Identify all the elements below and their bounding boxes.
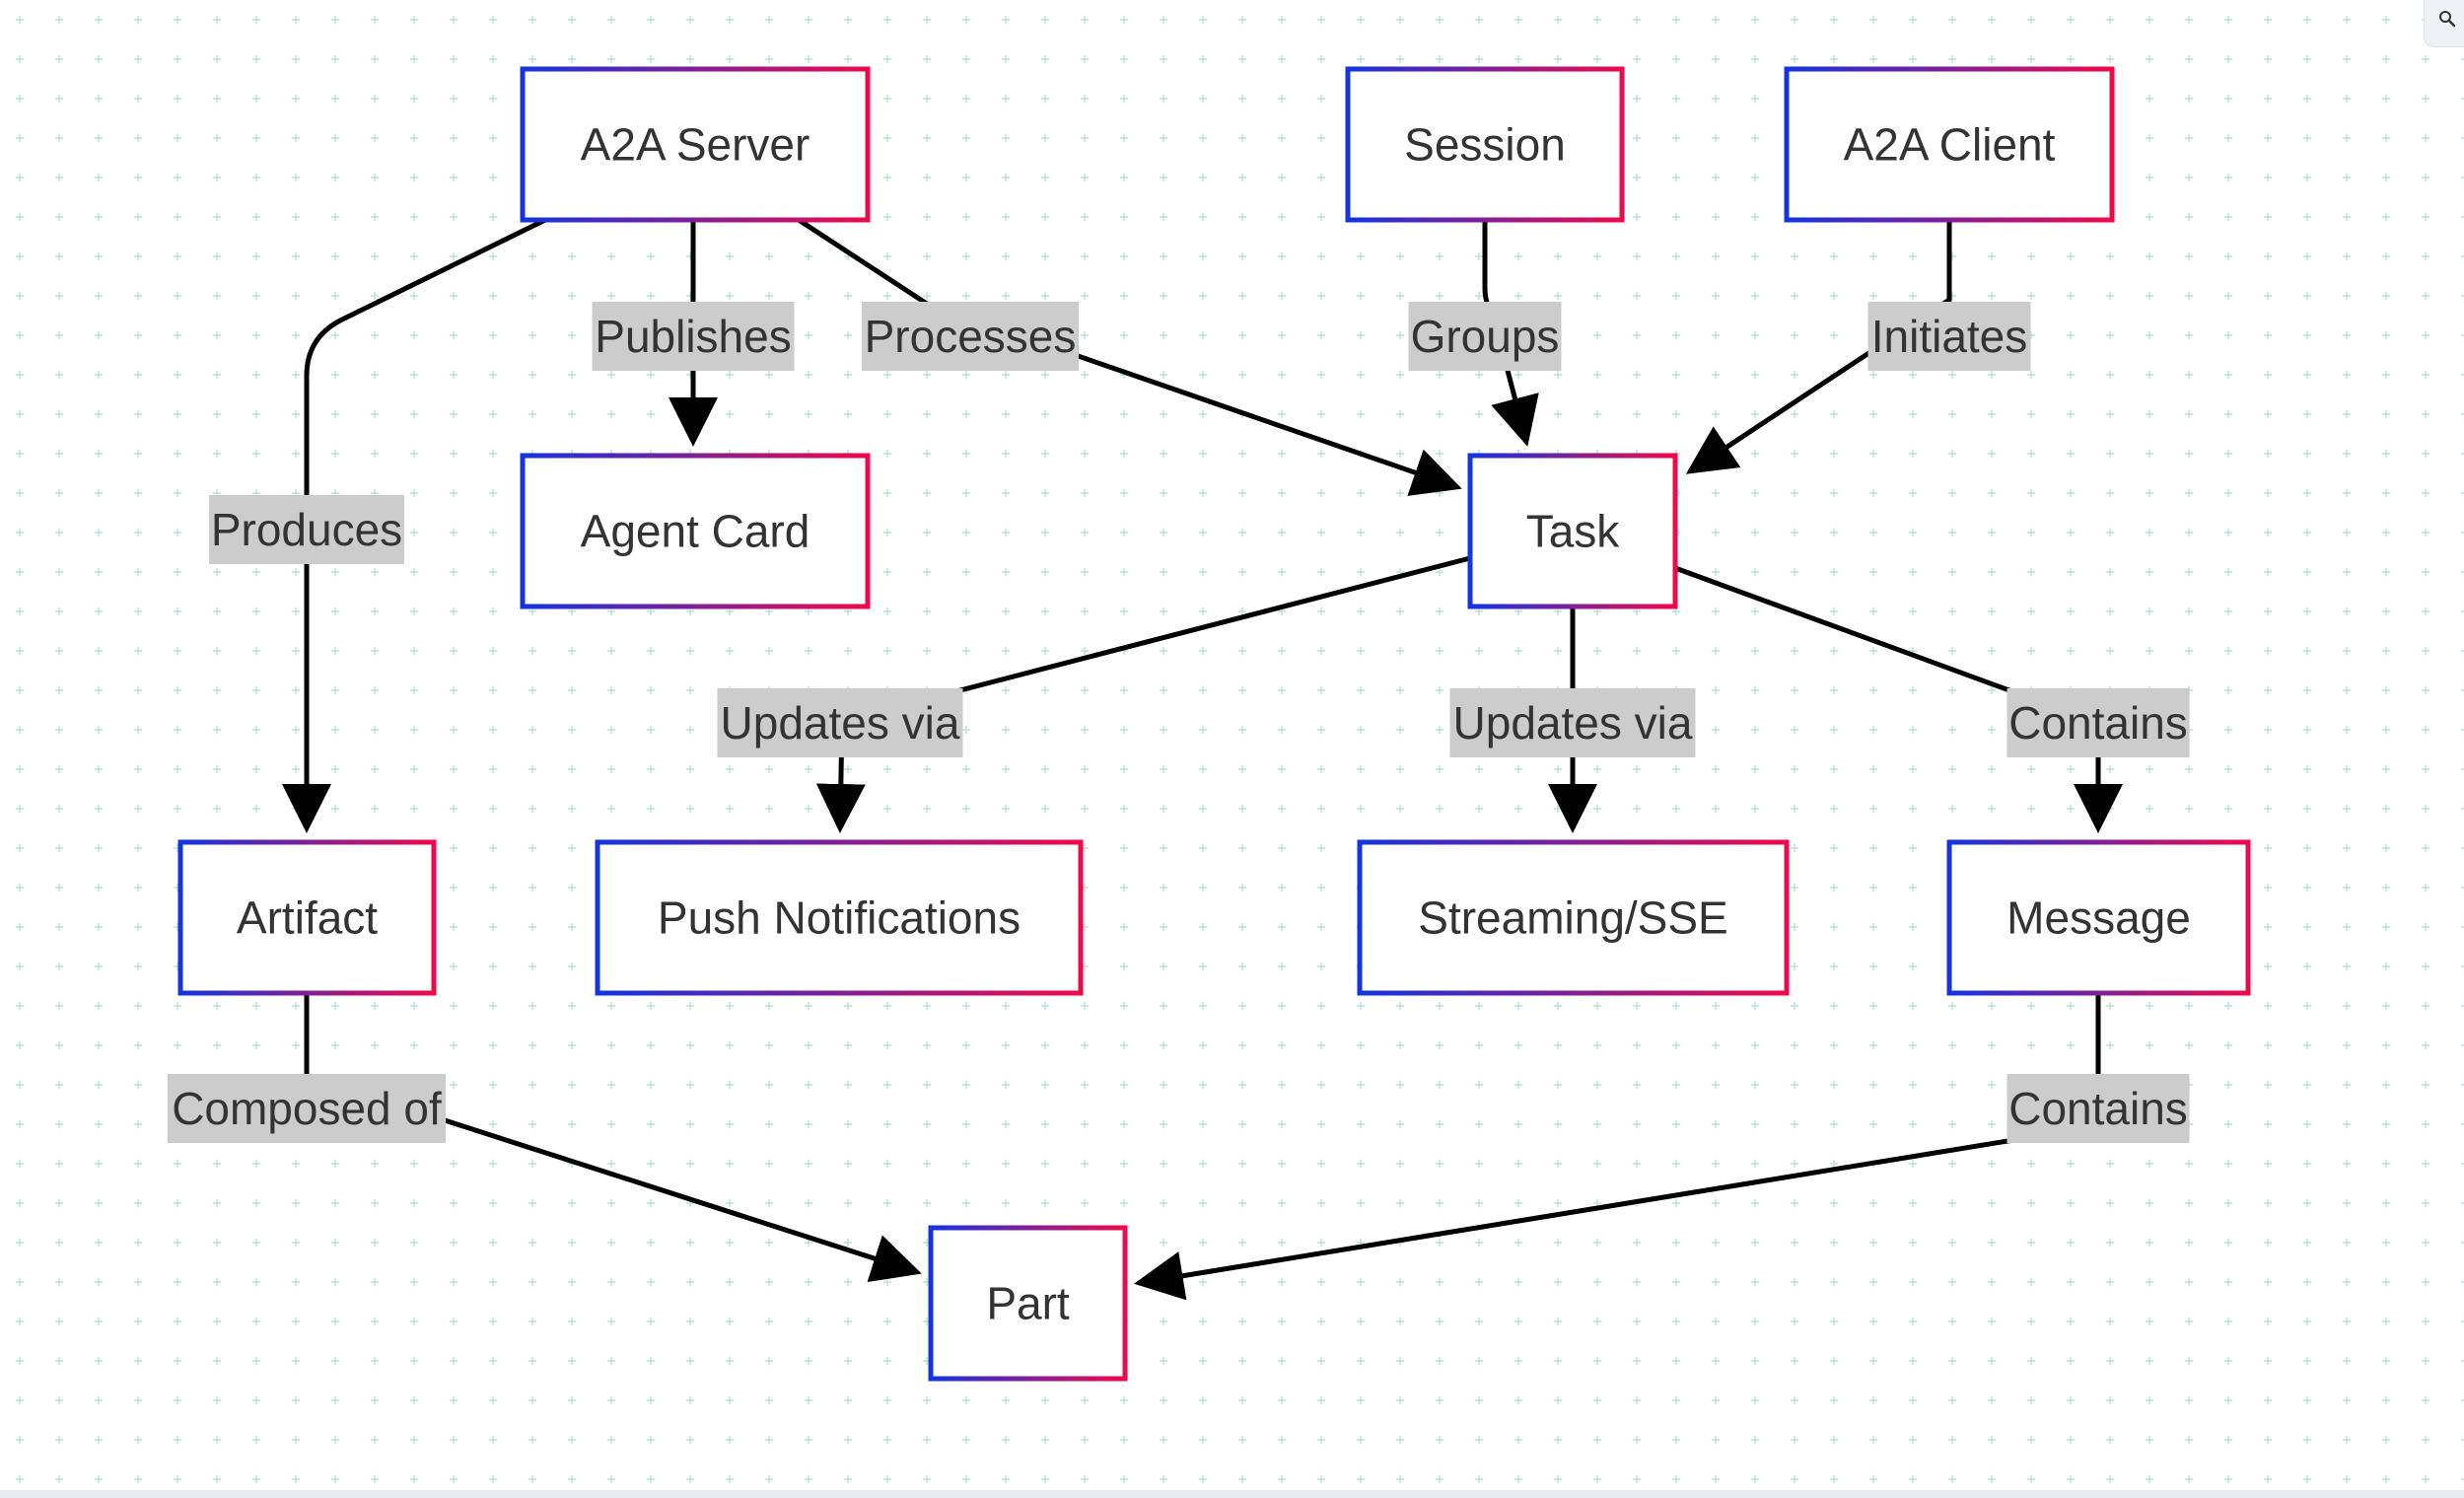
edge-label-e6: Updates via: [717, 688, 963, 757]
node-box: [1345, 66, 1625, 223]
node-a2a-client[interactable]: A2A Client: [1784, 66, 2115, 223]
node-artifact[interactable]: Artifact: [177, 839, 437, 996]
edge-label-e1: Publishes: [592, 302, 795, 371]
edge-label-background: [1408, 302, 1562, 371]
node-box: [177, 839, 437, 996]
edge-label-e4: Groups: [1408, 302, 1562, 371]
node-label: Message: [2006, 892, 2191, 944]
edge-label-background: [717, 688, 963, 757]
node-label: Push Notifications: [658, 892, 1021, 944]
edge-label-text: Processes: [865, 311, 1077, 362]
node-label: Streaming/SSE: [1418, 892, 1727, 944]
edge-label-background: [1449, 688, 1696, 757]
zoom-button[interactable]: [2424, 0, 2464, 47]
edge-label-text: Updates via: [1453, 697, 1693, 749]
bottom-scrollbar[interactable]: [0, 1490, 2464, 1498]
node-label: Agent Card: [581, 506, 810, 557]
edge-label-e2: Processes: [862, 302, 1079, 371]
node-label: Task: [1526, 506, 1621, 557]
edge-label-e9: Composed of: [168, 1074, 446, 1143]
node-task[interactable]: Task: [1467, 453, 1678, 609]
edge-label-background: [2006, 1074, 2190, 1143]
node-box: [1467, 453, 1678, 609]
edge-label-background: [862, 302, 1079, 371]
edge-label-e5: Initiates: [1867, 302, 2031, 371]
edge-label-e7: Updates via: [1449, 688, 1696, 757]
edge-label-e3: Produces: [209, 495, 404, 564]
node-box: [928, 1225, 1128, 1382]
edge-label-text: Contains: [2008, 1083, 2188, 1134]
magnifier-icon: [2439, 11, 2456, 28]
node-session[interactable]: Session: [1345, 66, 1625, 223]
node-message[interactable]: Message: [1946, 839, 2251, 996]
node-a2a-server[interactable]: A2A Server: [520, 66, 871, 223]
edge-label-e8: Contains: [2006, 688, 2190, 757]
edge-label-text: Updates via: [721, 697, 960, 749]
node-box: [595, 839, 1084, 996]
edge-label-text: Groups: [1411, 311, 1560, 362]
node-agent-card[interactable]: Agent Card: [520, 453, 871, 609]
node-push-notifications[interactable]: Push Notifications: [595, 839, 1084, 996]
edge-label-background: [1867, 302, 2031, 371]
node-label: A2A Client: [1844, 119, 2056, 171]
edge-label-background: [2006, 688, 2190, 757]
node-label: A2A Server: [581, 119, 810, 171]
edge-label-text: Contains: [2008, 697, 2188, 749]
node-box: [520, 453, 871, 609]
node-box: [1357, 839, 1790, 996]
edge-label-background: [168, 1074, 446, 1143]
edge-a2a_client-to-task: [1685, 220, 1952, 474]
edge-label-background: [209, 495, 404, 564]
node-part[interactable]: Part: [928, 1225, 1128, 1382]
edge-label-background: [592, 302, 795, 371]
node-box: [1946, 839, 2251, 996]
edge-label-e10: Contains: [2006, 1074, 2190, 1143]
node-label: Session: [1404, 119, 1566, 171]
edge-label-text: Initiates: [1871, 311, 2028, 362]
edge-label-text: Publishes: [595, 311, 791, 362]
node-label: Part: [986, 1278, 1070, 1329]
node-label: Artifact: [237, 892, 378, 944]
edge-a2a_server-to-artifact: [282, 217, 547, 833]
edge-label-text: Produces: [211, 504, 402, 555]
node-box: [520, 66, 871, 223]
node-box: [1784, 66, 2115, 223]
edge-label-text: Composed of: [172, 1083, 442, 1134]
node-streaming-sse[interactable]: Streaming/SSE: [1357, 839, 1790, 996]
